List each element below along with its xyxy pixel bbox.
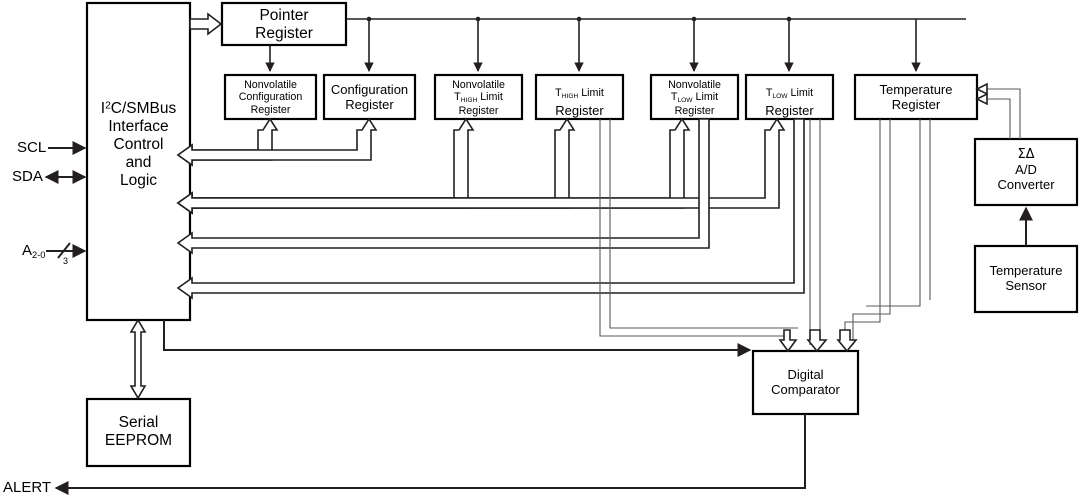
bus-arrow-i2c-to-pointer xyxy=(189,12,223,36)
block-nonvolatile-thigh-limit-register xyxy=(433,73,524,121)
bus-arrow-i2c-eeprom xyxy=(129,318,147,400)
bus-junction-dot xyxy=(366,16,372,22)
bus-arrow-config-to-i2c-read xyxy=(176,118,710,255)
block-digital-comparator xyxy=(751,349,860,416)
block-temperature-sensor xyxy=(973,244,1079,314)
bus-arrow-into-comparator-1 xyxy=(778,329,798,353)
databus-tempreg-left-run xyxy=(866,119,921,307)
block-serial-eeprom xyxy=(85,397,192,468)
block-nonvolatile-configuration-register xyxy=(223,73,318,121)
bus-arrow-i2c-to-tlow-write xyxy=(176,117,786,215)
block-thigh-limit-register xyxy=(534,73,625,121)
block-nonvolatile-tlow-limit-register xyxy=(649,73,740,121)
bus-junction-dot xyxy=(475,16,481,22)
alert-label: ALERT xyxy=(3,479,52,496)
bus-junction-dot xyxy=(786,16,792,22)
databus-tempreg-to-comparator xyxy=(844,119,881,345)
address-base: A xyxy=(22,242,33,259)
address-subscript: 2-0 xyxy=(32,249,46,260)
block-configuration-register xyxy=(322,73,417,121)
wire-i2c-to-comparator xyxy=(163,320,752,357)
block-i2c-interface xyxy=(85,1,192,322)
block-ad-converter xyxy=(973,137,1079,207)
address-bus-width-label: 3 xyxy=(63,256,69,266)
bus-arrow-into-comparator-2 xyxy=(806,329,828,353)
bus-arrow-registers-to-i2c-read xyxy=(176,118,805,300)
address-label: A2-0 xyxy=(22,242,45,260)
block-tlow-limit-register xyxy=(744,73,835,121)
bus-arrow-adc-to-tempreg-1 xyxy=(975,82,988,96)
databus-thigh-to-comparator xyxy=(599,119,790,337)
wire-adc-to-tempreg xyxy=(985,88,1021,139)
sda-label: SDA xyxy=(12,168,43,185)
bus-arrow-i2c-to-config-write xyxy=(176,117,378,167)
bus-junction-dot xyxy=(691,16,697,22)
wire-address-bus-slash xyxy=(57,242,71,259)
bus-arrow-adc-to-tempreg-2 xyxy=(975,92,988,106)
wire-adc-to-tempreg-b xyxy=(985,98,1011,139)
wire-alert-output xyxy=(54,414,806,495)
block-temperature-register xyxy=(853,73,979,121)
bus-junction-dot xyxy=(576,16,582,22)
scl-label: SCL xyxy=(17,139,47,156)
bus-arrow-into-comparator-3 xyxy=(836,329,858,353)
databus-thigh-to-comparator-b xyxy=(609,119,798,329)
databus-tempreg-to-comparator-b xyxy=(852,119,891,345)
block-pointer-register xyxy=(220,1,348,47)
